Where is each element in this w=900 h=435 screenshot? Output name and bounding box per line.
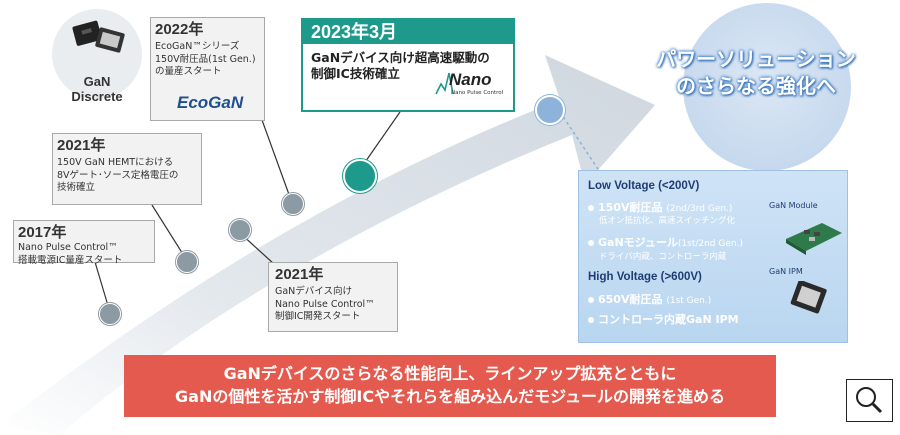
magnifier-icon [856,387,883,414]
high-voltage-heading: High Voltage (>600V) [588,271,702,283]
timeline-dot-2022 [282,193,304,215]
milestone-year: 2021年 [275,266,324,283]
milestone-2021-ic: 2021年 GaNデバイス向け Nano Pulse Control™ 制御IC… [268,262,398,332]
bullet-icon [588,297,594,303]
milestone-text: Nano Pulse Control™ 搭載電源IC量産スタート [18,242,123,266]
goal-text: パワーソリューション のさらなる強化へ [656,47,856,98]
gan-module-image [786,223,842,255]
timeline-dot-2021-ic [229,219,251,241]
milestone-2017: 2017年 Nano Pulse Control™ 搭載電源IC量産スタート [13,220,155,266]
bullet-icon [588,205,594,211]
low-item-150v-desc: 低オン抵抗化、高速スイッチング化 [599,216,736,226]
milestone-year: 2022年 [155,21,204,38]
milestone-year: 2021年 [57,137,106,154]
milestone-2022: 2022年 EcoGaN™シリーズ 150V耐圧品(1st Gen.) の量産ス… [150,17,265,121]
ecogan-logo: EcoGaN [177,93,244,112]
low-item-module: GaNモジュール(1st/2nd Gen.) [588,234,743,250]
gan-discrete-image [52,9,142,99]
timeline-dot-2021-hemt [176,251,198,273]
milestone-2021-hemt: 2021年 150V GaN HEMTにおける 8Vゲート･ソース定格電圧の 技… [52,133,202,205]
milestone-2023: 2023年3月 GaNデバイス向け超高速駆動の 制御IC技術確立 Nano Na… [301,18,515,112]
milestone-year: 2023年3月 [303,20,513,44]
gan-module-label: GaN Module [769,201,818,210]
gan-ipm-label: GaN IPM [769,267,803,276]
low-item-150v: 150V耐圧品 (2nd/3rd Gen.) [588,199,732,215]
zoom-button[interactable] [846,379,893,422]
milestone-text: EcoGaN™シリーズ 150V耐圧品(1st Gen.) の量産スタート [155,41,256,77]
nano-logo: Nano Nano Pulse Control [435,70,505,100]
future-products-panel: Low Voltage (<200V) 150V耐圧品 (2nd/3rd Gen… [578,170,848,343]
low-voltage-heading: Low Voltage (<200V) [588,180,700,192]
summary-banner: GaNデバイスのさらなる性能向上、ラインアップ拡充とともに GaNの個性を活かす… [124,355,776,417]
high-item-650v: 650V耐圧品 (1st Gen.) [588,291,711,307]
timeline-dot-2017 [99,303,121,325]
timeline-dot-future [535,95,565,125]
milestone-text: GaNデバイス向け超高速駆動の 制御IC技術確立 [311,50,490,81]
high-item-ipm: コントローラ内蔵GaN IPM [588,311,739,327]
gan-ipm-image [790,281,827,314]
milestone-year: 2017年 [18,224,67,241]
low-item-module-desc: ドライバ内蔵、コントローラ内蔵 [599,252,727,262]
timeline-dot-2023 [343,159,377,193]
goal-circle [683,3,851,171]
bullet-icon [588,317,594,323]
milestone-text: 150V GaN HEMTにおける 8Vゲート･ソース定格電圧の 技術確立 [57,157,179,193]
gan-discrete-label: GaN Discrete [71,74,123,104]
milestone-text: GaNデバイス向け Nano Pulse Control™ 制御IC開発スタート [275,286,375,322]
bullet-icon [588,240,594,246]
